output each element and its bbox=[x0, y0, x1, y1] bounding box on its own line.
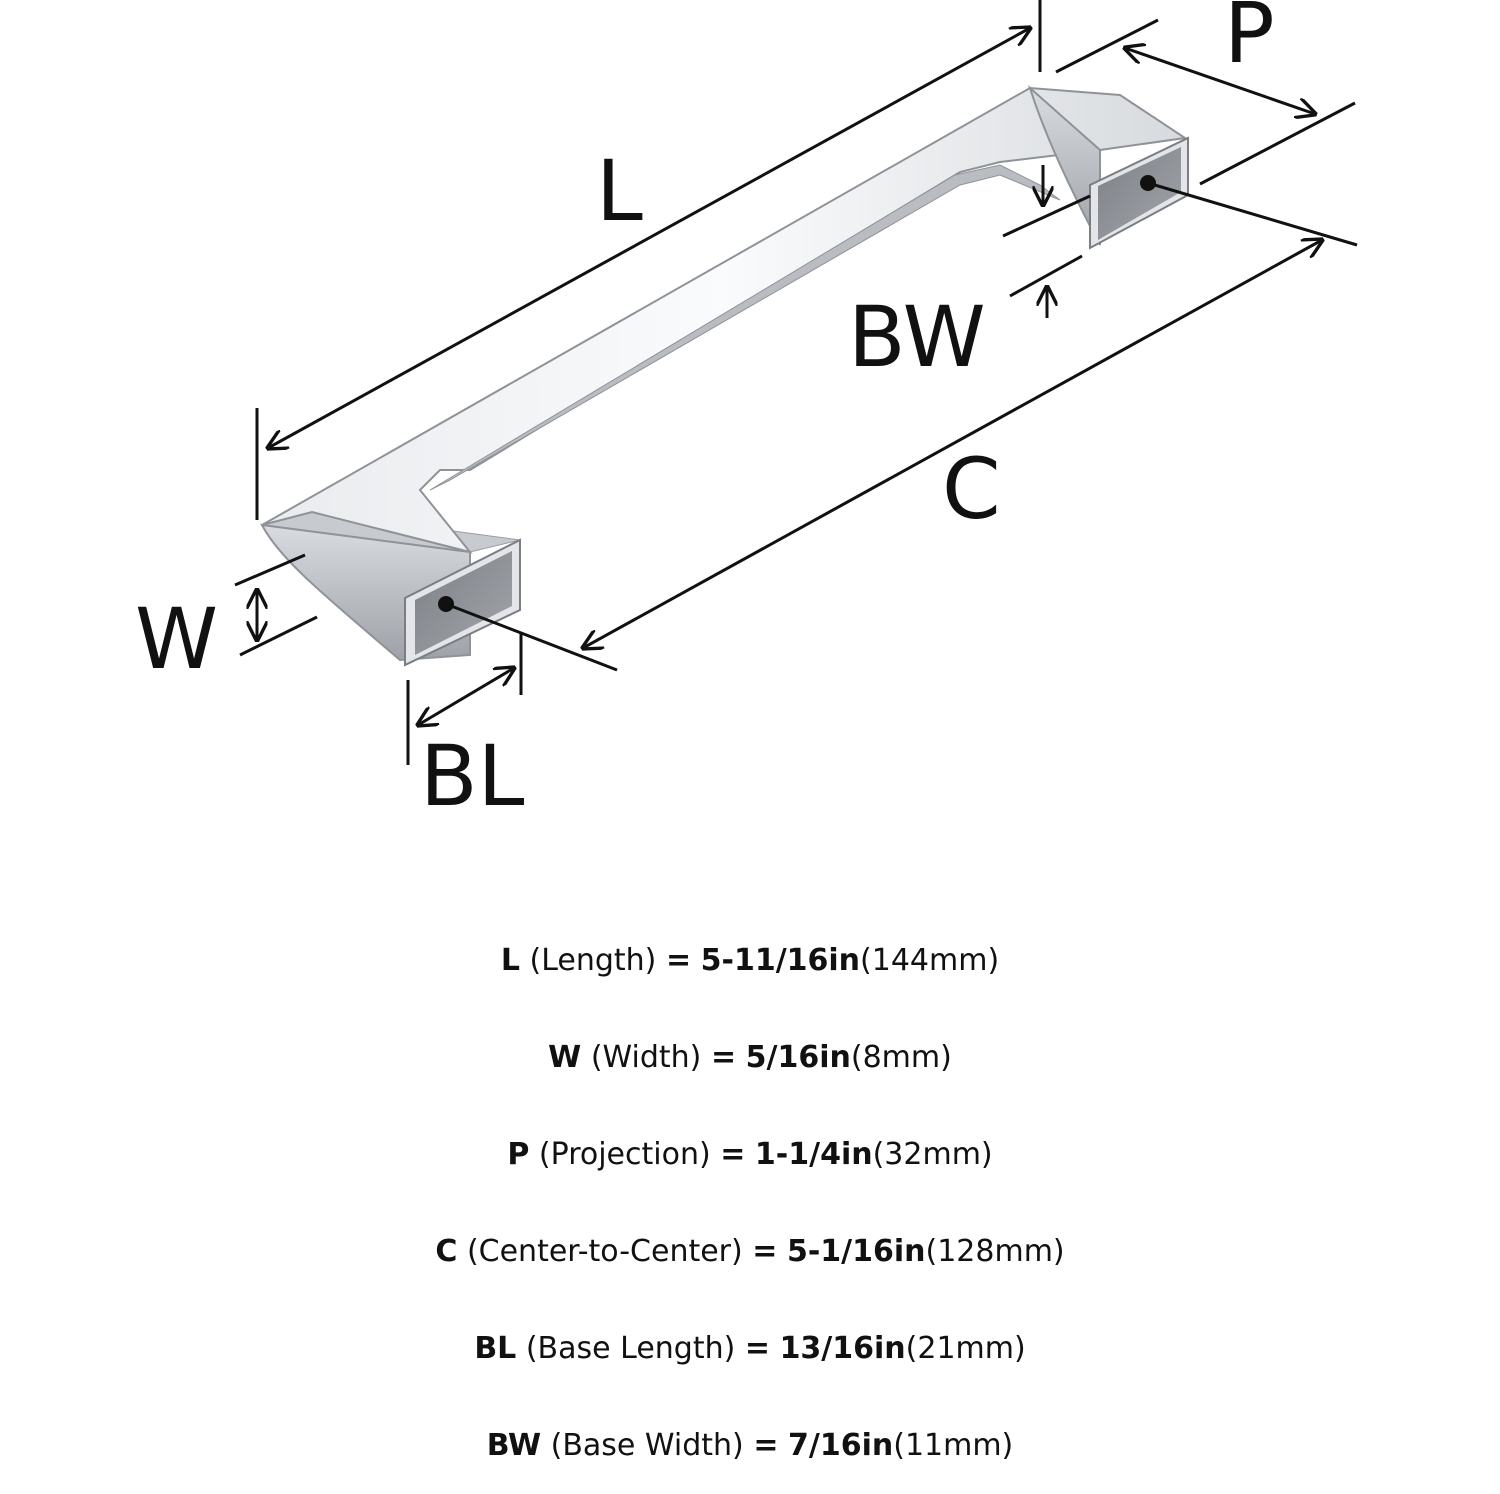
spec-row-bl: BL (Base Length) = 13/16in(21mm) bbox=[0, 1300, 1500, 1397]
spec-name: (Base Length) bbox=[525, 1331, 736, 1366]
handle-dimension-diagram: L P BW C W BL bbox=[135, 0, 1358, 825]
spec-name: (Length) bbox=[529, 943, 657, 978]
spec-symbol: P bbox=[507, 1137, 530, 1172]
spec-equals: = bbox=[665, 943, 692, 978]
spec-row-l: L (Length) = 5-11/16in(144mm) bbox=[0, 912, 1500, 1009]
spec-metric-value: (128mm) bbox=[925, 1234, 1065, 1269]
spec-symbol: W bbox=[548, 1040, 582, 1075]
spec-imperial-value: 7/16in bbox=[788, 1428, 894, 1463]
spec-metric-value: (21mm) bbox=[905, 1331, 1026, 1366]
spec-name: (Width) bbox=[590, 1040, 702, 1075]
spec-imperial-value: 13/16in bbox=[779, 1331, 906, 1366]
spec-name: (Base Width) bbox=[550, 1428, 744, 1463]
label-BL: BL bbox=[420, 727, 525, 825]
label-P: P bbox=[1224, 0, 1275, 82]
label-BW: BW bbox=[848, 288, 986, 386]
spec-row-w: W (Width) = 5/16in(8mm) bbox=[0, 1009, 1500, 1106]
spec-metric-value: (8mm) bbox=[850, 1040, 952, 1075]
spec-metric-value: (32mm) bbox=[872, 1137, 993, 1172]
spec-name: (Center-to-Center) bbox=[466, 1234, 743, 1269]
dimension-lines bbox=[234, 0, 1358, 765]
spec-imperial-value: 5/16in bbox=[745, 1040, 851, 1075]
spec-symbol: L bbox=[500, 943, 520, 978]
spec-equals: = bbox=[720, 1137, 746, 1172]
spec-row-c: C (Center-to-Center) = 5-1/16in(128mm) bbox=[0, 1203, 1500, 1300]
label-W: W bbox=[135, 590, 218, 688]
dimension-specifications: L (Length) = 5-11/16in(144mm)W (Width) =… bbox=[0, 912, 1500, 1494]
spec-imperial-value: 1-1/4in bbox=[754, 1137, 873, 1172]
spec-imperial-value: 5-1/16in bbox=[786, 1234, 926, 1269]
cabinet-pull-handle bbox=[260, 84, 1189, 667]
spec-symbol: BW bbox=[486, 1428, 542, 1463]
spec-equals: = bbox=[744, 1331, 771, 1366]
spec-symbol: C bbox=[435, 1234, 458, 1269]
spec-name: (Projection) bbox=[538, 1137, 711, 1172]
spec-row-p: P (Projection) = 1-1/4in(32mm) bbox=[0, 1106, 1500, 1203]
spec-equals: = bbox=[710, 1040, 737, 1075]
spec-equals: = bbox=[752, 1234, 778, 1269]
spec-metric-value: (144mm) bbox=[860, 943, 1000, 978]
spec-symbol: BL bbox=[474, 1331, 517, 1366]
spec-equals: = bbox=[753, 1428, 779, 1463]
label-C: C bbox=[942, 440, 1001, 538]
spec-row-bw: BW (Base Width) = 7/16in(11mm) bbox=[0, 1397, 1500, 1494]
label-L: L bbox=[596, 142, 643, 240]
spec-metric-value: (11mm) bbox=[893, 1428, 1014, 1463]
spec-imperial-value: 5-11/16in bbox=[700, 943, 861, 978]
